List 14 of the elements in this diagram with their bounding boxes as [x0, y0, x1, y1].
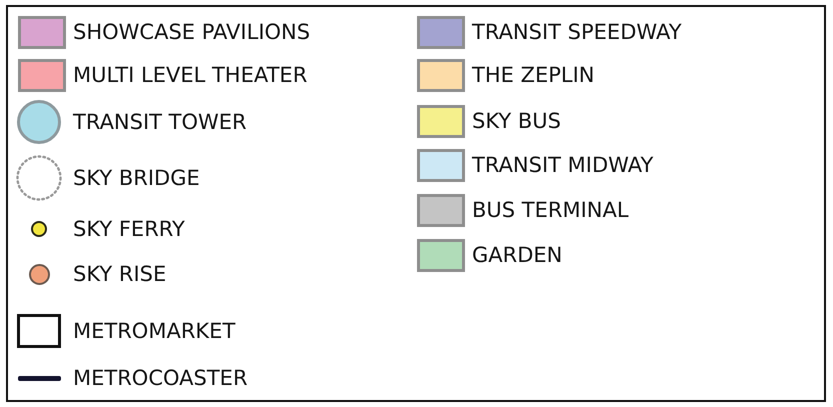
legend-label: TRANSIT SPEEDWAY — [472, 19, 682, 45]
legend-label: SKY BRIDGE — [73, 165, 200, 191]
legend-label: METROMARKET — [73, 318, 236, 344]
legend-label: TRANSIT TOWER — [73, 109, 247, 135]
legend-label: SKY BUS — [472, 108, 561, 134]
legend-label: THE ZEPLIN — [472, 62, 594, 88]
legend-label: SKY RISE — [73, 261, 166, 287]
legend-label: MULTI LEVEL THEATER — [73, 62, 308, 88]
legend-label: SHOWCASE PAVILIONS — [73, 19, 310, 45]
legend-label: BUS TERMINAL — [472, 197, 629, 223]
legend-label: SKY FERRY — [73, 216, 185, 242]
legend-label: METROCOASTER — [73, 365, 248, 391]
legend-label: TRANSIT MIDWAY — [472, 152, 654, 178]
legend-label: GARDEN — [472, 242, 562, 268]
